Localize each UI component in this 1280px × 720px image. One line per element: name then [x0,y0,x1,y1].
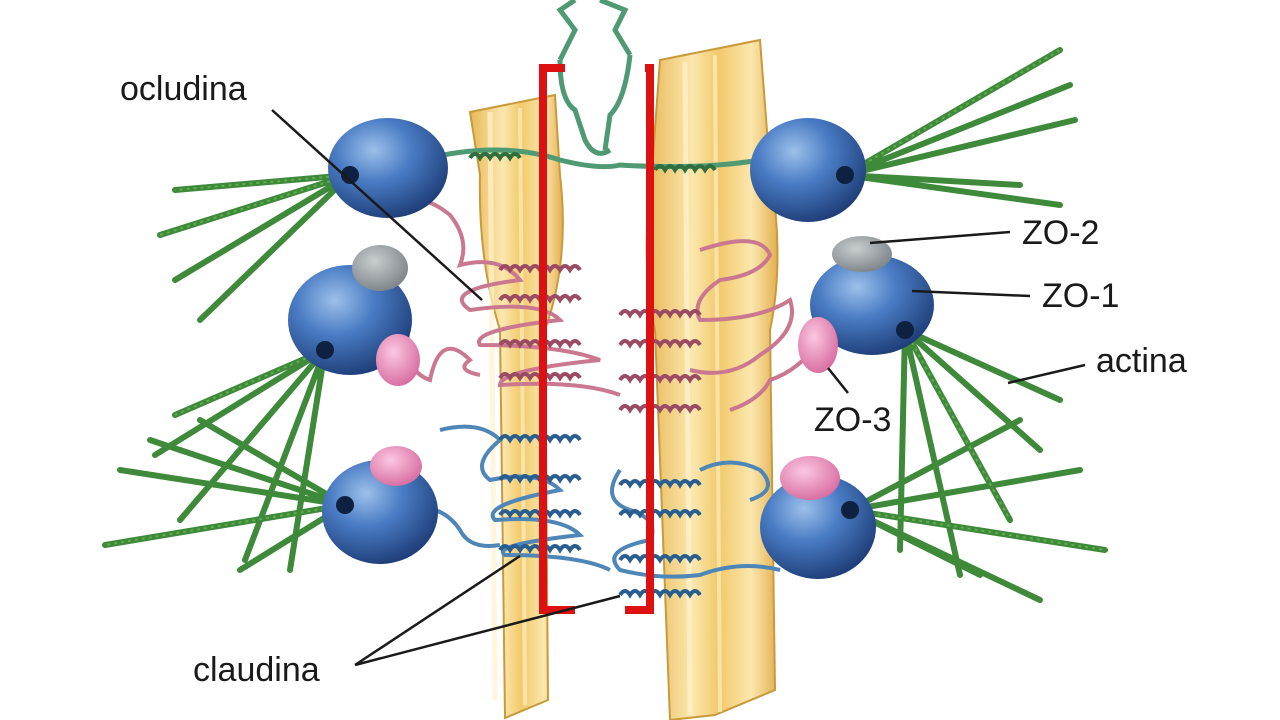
ocludina-label: ocludina [120,70,247,108]
zo1-leader [911,289,1031,298]
claudina-leader-2 [354,594,621,667]
actina-leader [1007,363,1086,385]
zo2-label: ZO-2 [1022,214,1100,252]
actina-label: actina [1096,342,1187,380]
zo3-leader [827,367,849,394]
left-membrane [468,93,564,720]
zo2-proteins [352,236,892,291]
right-membrane [645,38,779,720]
zo3-label: ZO-3 [814,401,892,439]
zo1-label: ZO-1 [1042,277,1120,315]
claudina-leader-1 [354,554,521,667]
leader-lines [271,109,1086,667]
actin-filaments-texture [104,49,1106,551]
occludin-top [419,0,761,174]
ocludina-leader [271,109,483,301]
highlight-bracket [539,64,654,614]
claudina-label: claudina [193,651,320,689]
zo2-leader [869,230,1011,245]
zo3-proteins [370,317,840,500]
